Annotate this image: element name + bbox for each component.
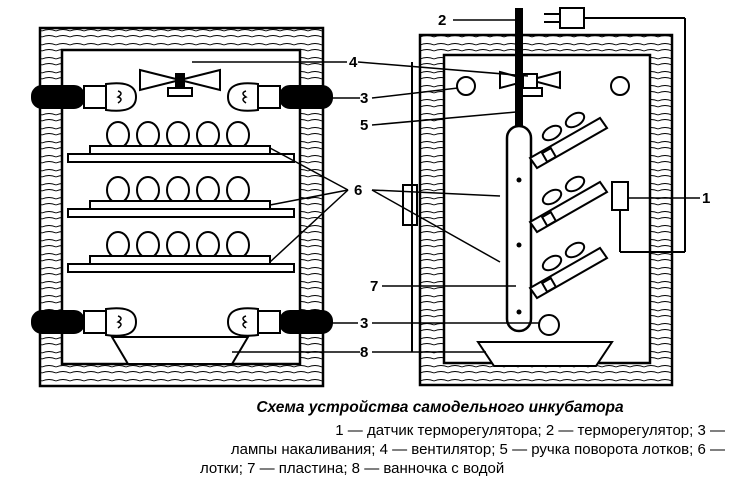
legend-line: лампы накаливания; 4 — вентилятор; 5 — р… — [230, 441, 725, 458]
plate — [505, 124, 533, 333]
legend-line: 1 — датчик терморегулятора; 2 — терморег… — [335, 422, 725, 439]
label-sensor: 1 — [702, 190, 710, 207]
lamp-icon — [456, 76, 476, 96]
egg-tray — [67, 231, 295, 273]
thermostat-icon — [544, 7, 686, 253]
diagram-canvas: 2 4 3 5 6 1 7 3 8 — [31, 7, 710, 388]
turning-handle — [515, 8, 523, 128]
lamp-icon — [31, 307, 138, 337]
water-bath-icon — [476, 341, 614, 367]
fan-icon — [139, 68, 221, 97]
lamp-icon — [538, 314, 560, 336]
label-trays: 6 — [354, 182, 362, 199]
egg-tray — [67, 121, 295, 163]
label-handle: 5 — [360, 117, 368, 134]
tilted-tray — [528, 241, 609, 300]
label-lamps-bottom: 3 — [360, 315, 368, 332]
diagram-title: Схема устройства самодельного инкубатора — [256, 399, 624, 416]
legend-line: лотки; 7 — пластина; 8 — ванночка с водо… — [200, 460, 505, 477]
legend: 1 — датчик терморегулятора; 2 — терморег… — [20, 421, 725, 478]
egg-tray — [67, 176, 295, 218]
lamp-icon — [610, 76, 630, 96]
lamp-icon — [226, 82, 333, 112]
lamp-icon — [226, 307, 333, 337]
tilted-tray — [528, 111, 609, 170]
tilted-tray — [528, 175, 609, 234]
label-fan: 4 — [349, 54, 358, 71]
leader-lines — [192, 19, 700, 353]
lamp-icon — [31, 82, 138, 112]
label-lamps-top: 3 — [360, 90, 368, 107]
water-bath-icon — [110, 336, 250, 365]
door-hinge — [402, 184, 418, 226]
label-water-tray: 8 — [360, 344, 368, 361]
label-regulator: 2 — [438, 12, 446, 29]
label-plate: 7 — [370, 278, 378, 295]
sensor — [611, 181, 629, 211]
